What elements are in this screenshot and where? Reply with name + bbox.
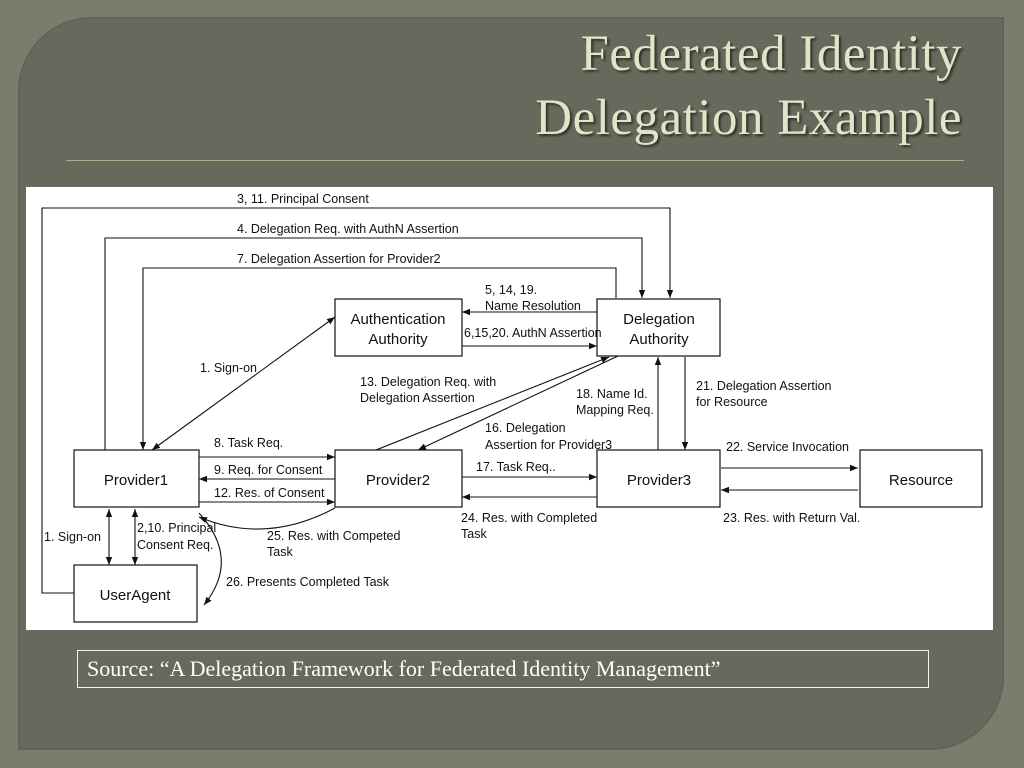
slide-title: Federated Identity Delegation Example — [535, 22, 962, 150]
delegation-authority-box — [596, 298, 721, 357]
provider2-label: Provider2 — [366, 472, 430, 489]
authentication-authority-box — [334, 298, 463, 357]
presents-completed-curve-arrow — [198, 512, 222, 606]
name-resolution-label-1: 5, 14, 19. — [485, 283, 537, 297]
delegation-assertion-p2-arrow — [139, 267, 617, 450]
provider3-box — [596, 449, 721, 508]
delegation-assertion-p2-label: 7. Delegation Assertion for Provider2 — [237, 252, 441, 266]
delegation-authority-label-2: Authority — [629, 331, 689, 348]
delegation-req-authn-arrow — [104, 237, 646, 450]
provider1-box — [73, 449, 200, 508]
task-req-8-label: 8. Task Req. — [214, 436, 283, 450]
provider2-box — [334, 449, 463, 508]
source-citation: Source: “A Delegation Framework for Fede… — [77, 650, 929, 688]
req-for-consent-label: 9. Req. for Consent — [214, 463, 323, 477]
provider3-label: Provider3 — [627, 472, 691, 489]
principal-consent-label: 3, 11. Principal Consent — [237, 192, 369, 206]
res-completed-label-1: 24. Res. with Completed — [461, 511, 597, 525]
name-id-label-2: Mapping Req. — [576, 403, 654, 417]
res-of-consent-label: 12. Res. of Consent — [214, 486, 325, 500]
provider1-label: Provider1 — [104, 472, 168, 489]
diagram-canvas: Authentication Authority Delegation Auth… — [41, 192, 983, 623]
slide-title-line-2: Delegation Example — [535, 90, 962, 146]
slide-title-line-1: Federated Identity — [580, 26, 962, 82]
task-req-17-label: 17. Task Req.. — [476, 460, 556, 474]
delegation-req-p2-arrow — [375, 356, 610, 451]
res-competed-label-1: 25. Res. with Competed — [267, 529, 400, 543]
delegation-assertion-p3-label-2: Assertion for Provider3 — [485, 438, 612, 452]
resource-label: Resource — [889, 472, 953, 489]
useragent-box — [73, 564, 198, 623]
delegation-assertion-p3-arrow — [417, 355, 619, 451]
presents-completed-label: 26. Presents Completed Task — [226, 575, 390, 589]
principal-consent-req-label-1: 2,10. Principal — [137, 521, 216, 535]
delegation-req-with-label-1: 13. Delegation Req. with — [360, 375, 496, 389]
delegation-req-with-label-2: Delegation Assertion — [360, 391, 475, 405]
principal-consent-arrow — [41, 207, 674, 594]
res-return-val-label: 23. Res. with Return Val. — [723, 511, 860, 525]
principal-consent-req-label-2: Consent Req. — [137, 538, 213, 552]
delegation-authority-label-1: Delegation — [623, 311, 695, 328]
authentication-authority-label-2: Authority — [368, 331, 428, 348]
sign-on-left-label: 1. Sign-on — [44, 530, 101, 544]
name-id-label-1: 18. Name Id. — [576, 387, 648, 401]
res-completed-label-2: Task — [461, 527, 487, 541]
sign-on-diagonal-arrow — [151, 316, 336, 451]
delegation-req-authn-label: 4. Delegation Req. with AuthN Assertion — [237, 222, 459, 236]
service-invocation-label: 22. Service Invocation — [726, 440, 849, 454]
authn-assertion-label: 6,15,20. AuthN Assertion — [464, 326, 602, 340]
resource-box — [859, 449, 983, 508]
delegation-diagram: Authentication Authority Delegation Auth… — [26, 187, 993, 630]
delegation-assertion-resource-label-1: 21. Delegation Assertion — [696, 379, 832, 393]
title-divider — [66, 160, 964, 161]
res-competed-curve-arrow — [198, 507, 336, 530]
name-resolution-label-2: Name Resolution — [485, 299, 581, 313]
delegation-assertion-p3-label-1: 16. Delegation — [485, 421, 566, 435]
useragent-label: UserAgent — [100, 587, 172, 604]
res-competed-label-2: Task — [267, 545, 293, 559]
authentication-authority-label-1: Authentication — [350, 311, 445, 328]
delegation-assertion-resource-label-2: for Resource — [696, 395, 768, 409]
sign-on-label: 1. Sign-on — [200, 361, 257, 375]
